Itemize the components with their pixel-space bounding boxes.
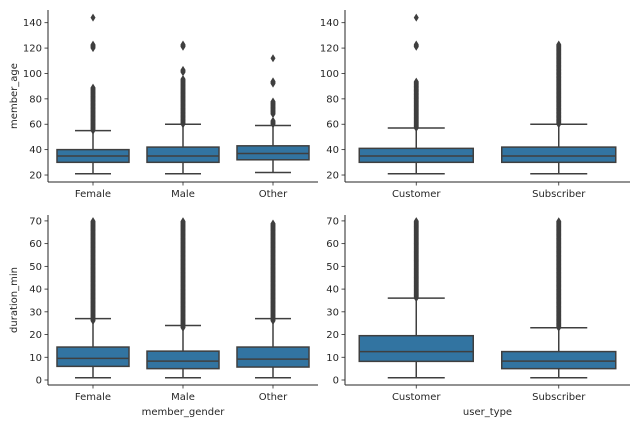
box-customer: [358, 13, 474, 175]
box-female: [56, 217, 130, 379]
iqr-box: [501, 146, 617, 164]
box-subscriber: [501, 217, 617, 379]
box-subscriber: [501, 40, 617, 175]
y-tick-label: 0: [36, 376, 42, 387]
y-tick-label: 20: [326, 171, 339, 182]
y-axis-label: member_age: [9, 63, 20, 129]
outlier-point: [556, 40, 562, 49]
outlier-point: [180, 74, 186, 83]
y-tick-label: 20: [326, 330, 339, 341]
y-tick-label: 50: [326, 262, 339, 273]
x-tick-label: Customer: [392, 392, 441, 403]
y-tick-label: 40: [29, 285, 42, 296]
box-customer: [358, 217, 474, 379]
y-tick-label: 120: [320, 44, 339, 55]
subplot-4: Customer Subscriber 0 10 20 30 40 50 60 70 user_ty…: [326, 215, 630, 418]
outlier-point: [270, 97, 276, 106]
y-tick-label: 60: [326, 120, 339, 131]
y-tick-label: 0: [333, 376, 339, 387]
y-tick-label: 70: [29, 216, 42, 227]
outlier-point: [180, 217, 186, 226]
x-tick-label: Other: [259, 392, 288, 403]
box-male: [146, 217, 220, 379]
x-tick-label: Male: [171, 189, 195, 200]
y-tick-label: 140: [320, 18, 339, 29]
iqr-box: [56, 346, 130, 368]
outlier-point: [180, 40, 186, 49]
subplot-3: Female Male Other 0 10 20 30 40 50 60 70 duration_m…: [9, 215, 318, 418]
y-axis-label: duration_min: [9, 267, 20, 333]
outlier-point: [180, 65, 186, 74]
iqr-box: [501, 350, 617, 370]
box-other: [236, 219, 310, 379]
y-tick-label: 80: [29, 94, 42, 105]
y-tick-label: 100: [320, 69, 339, 80]
x-tick-label: Customer: [392, 189, 441, 200]
x-tick-label: Subscriber: [532, 189, 586, 200]
y-tick-label: 40: [326, 285, 339, 296]
y-tick-label: 80: [326, 94, 339, 105]
y-tick-label: 100: [23, 69, 42, 80]
outlier-point: [413, 217, 419, 226]
y-tick-label: 60: [29, 239, 42, 250]
x-tick-label: Female: [75, 189, 111, 200]
iqr-box: [146, 146, 220, 164]
y-tick-label: 60: [29, 120, 42, 131]
x-axis-label: user_type: [463, 407, 512, 418]
box-male: [146, 40, 220, 175]
iqr-box: [358, 334, 474, 363]
y-tick-label: 10: [326, 353, 339, 364]
outlier-point: [90, 40, 96, 49]
y-tick-label: 40: [326, 145, 339, 156]
outlier-point: [270, 116, 276, 125]
y-tick-label: 30: [29, 307, 42, 318]
x-tick-label: Subscriber: [532, 392, 586, 403]
outlier-point: [90, 217, 96, 226]
outlier-point: [270, 77, 276, 86]
y-tick-label: 40: [29, 145, 42, 156]
y-tick-label: 30: [326, 307, 339, 318]
outlier-point: [556, 217, 562, 226]
y-tick-label: 70: [326, 216, 339, 227]
y-tick-label: 20: [29, 330, 42, 341]
outlier-point: [413, 40, 419, 49]
box-female: [56, 13, 130, 175]
subplot-1: Female Male Other 20 40 60 80 100 120 140 member_a…: [9, 10, 318, 200]
outlier-point: [270, 219, 276, 228]
x-tick-label: Other: [259, 189, 288, 200]
outlier-point: [90, 83, 96, 92]
x-tick-label: Female: [75, 392, 111, 403]
box-other: [236, 54, 310, 174]
x-tick-label: Male: [171, 392, 195, 403]
iqr-box: [236, 346, 310, 368]
y-tick-label: 60: [326, 239, 339, 250]
iqr-box: [146, 350, 220, 370]
y-tick-label: 120: [23, 44, 42, 55]
outlier-point: [413, 13, 419, 22]
y-tick-label: 50: [29, 262, 42, 273]
outlier-point: [413, 77, 419, 86]
outlier-point: [90, 13, 96, 22]
subplot-2: Customer Subscriber 20 40 60 80 100 120 140: [320, 10, 630, 200]
y-tick-label: 10: [29, 353, 42, 364]
y-tick-label: 20: [29, 171, 42, 182]
outlier-point: [270, 54, 276, 63]
y-tick-label: 140: [23, 18, 42, 29]
x-axis-label: member_gender: [142, 407, 226, 418]
